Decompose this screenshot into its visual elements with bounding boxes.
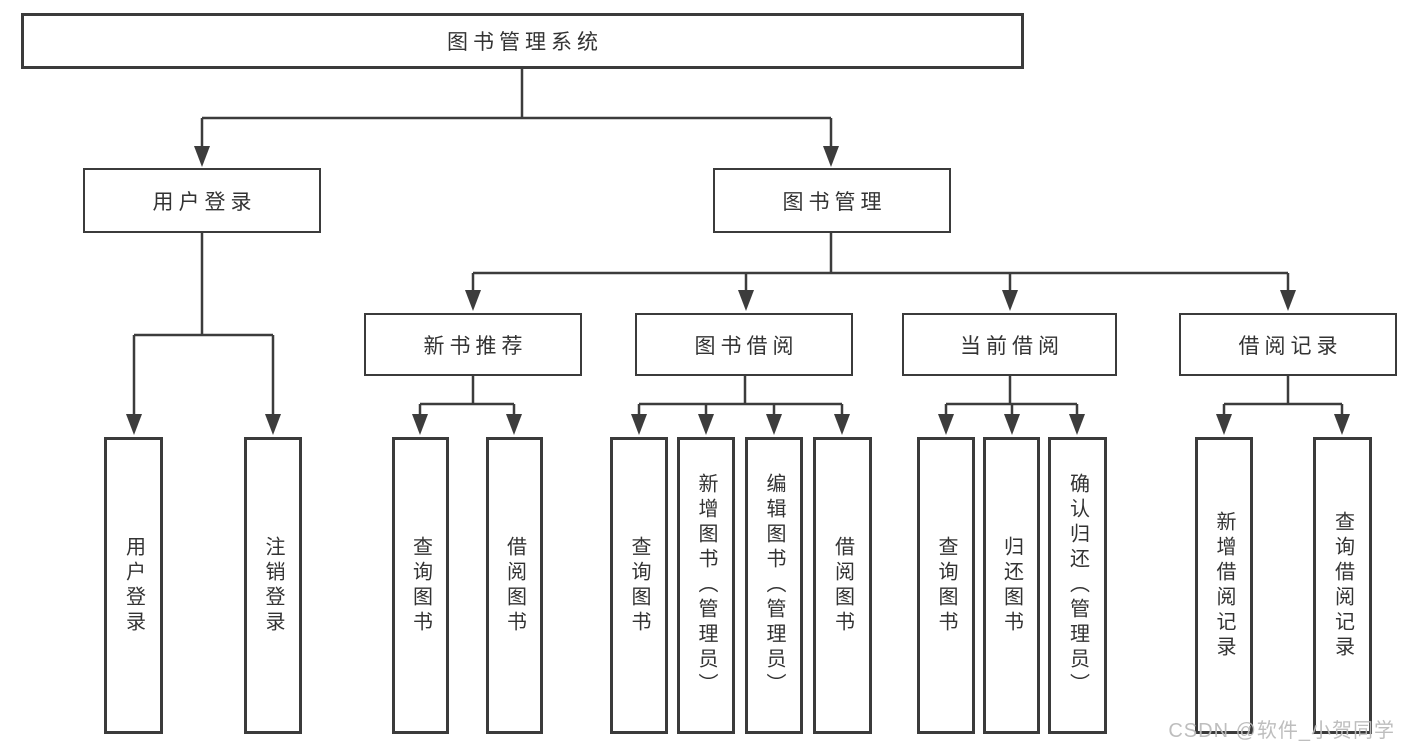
node-user-login: 用户登录	[83, 168, 321, 233]
leaf-newbooks-borrow-label: 借阅图书	[503, 535, 526, 636]
node-book-management-label: 图书管理	[782, 190, 887, 214]
leaf-borrow-book: 借阅图书	[813, 437, 872, 734]
leaf-newbooks-query: 查询图书	[392, 437, 449, 734]
node-root-system: 图书管理系统	[21, 13, 1024, 69]
node-current-borrow: 当前借阅	[902, 313, 1117, 376]
leaf-add-borrow-record: 新增借阅记录	[1195, 437, 1253, 734]
node-new-book-recommend: 新书推荐	[364, 313, 582, 376]
leaf-borrow-query: 查询图书	[610, 437, 668, 734]
node-new-book-recommend-label: 新书推荐	[423, 334, 528, 358]
node-borrow-records: 借阅记录	[1179, 313, 1397, 376]
leaf-newbooks-borrow: 借阅图书	[486, 437, 543, 734]
leaf-add-borrow-record-label: 新增借阅记录	[1213, 510, 1235, 661]
node-book-borrow: 图书借阅	[635, 313, 853, 376]
leaf-return-book: 归还图书	[983, 437, 1040, 734]
node-book-management: 图书管理	[713, 168, 951, 233]
leaf-newbooks-query-label: 查询图书	[409, 535, 432, 636]
leaf-return-book-label: 归还图书	[1000, 535, 1023, 636]
csdn-watermark: CSDN @软件_小贺同学	[1168, 720, 1395, 742]
leaf-borrow-edit-book: 编辑图书（管理员）	[745, 437, 803, 734]
leaf-borrow-add-book-label: 新增图书（管理员）	[695, 473, 717, 698]
leaf-query-borrow-record: 查询借阅记录	[1313, 437, 1372, 734]
leaf-borrow-edit-book-label: 编辑图书（管理员）	[763, 473, 785, 698]
node-book-borrow-label: 图书借阅	[694, 334, 799, 358]
leaf-current-query: 查询图书	[917, 437, 975, 734]
leaf-borrow-query-label: 查询图书	[628, 535, 650, 636]
leaf-logout: 注销登录	[244, 437, 302, 734]
leaf-confirm-return-label: 确认归还（管理员）	[1066, 473, 1089, 698]
node-user-login-label: 用户登录	[152, 190, 257, 214]
leaf-current-query-label: 查询图书	[935, 535, 957, 636]
leaf-borrow-book-label: 借阅图书	[831, 535, 854, 636]
node-borrow-records-label: 借阅记录	[1238, 334, 1343, 358]
leaf-borrow-add-book: 新增图书（管理员）	[677, 437, 735, 734]
node-current-borrow-label: 当前借阅	[960, 334, 1064, 358]
arrowheads	[126, 146, 1350, 435]
leaf-confirm-return: 确认归还（管理员）	[1048, 437, 1107, 734]
leaf-user-login: 用户登录	[104, 437, 163, 734]
node-root-label: 图书管理系统	[447, 31, 603, 54]
leaf-user-login-label: 用户登录	[122, 535, 145, 636]
leaf-query-borrow-record-label: 查询借阅记录	[1331, 510, 1354, 661]
leaf-logout-label: 注销登录	[262, 535, 284, 636]
